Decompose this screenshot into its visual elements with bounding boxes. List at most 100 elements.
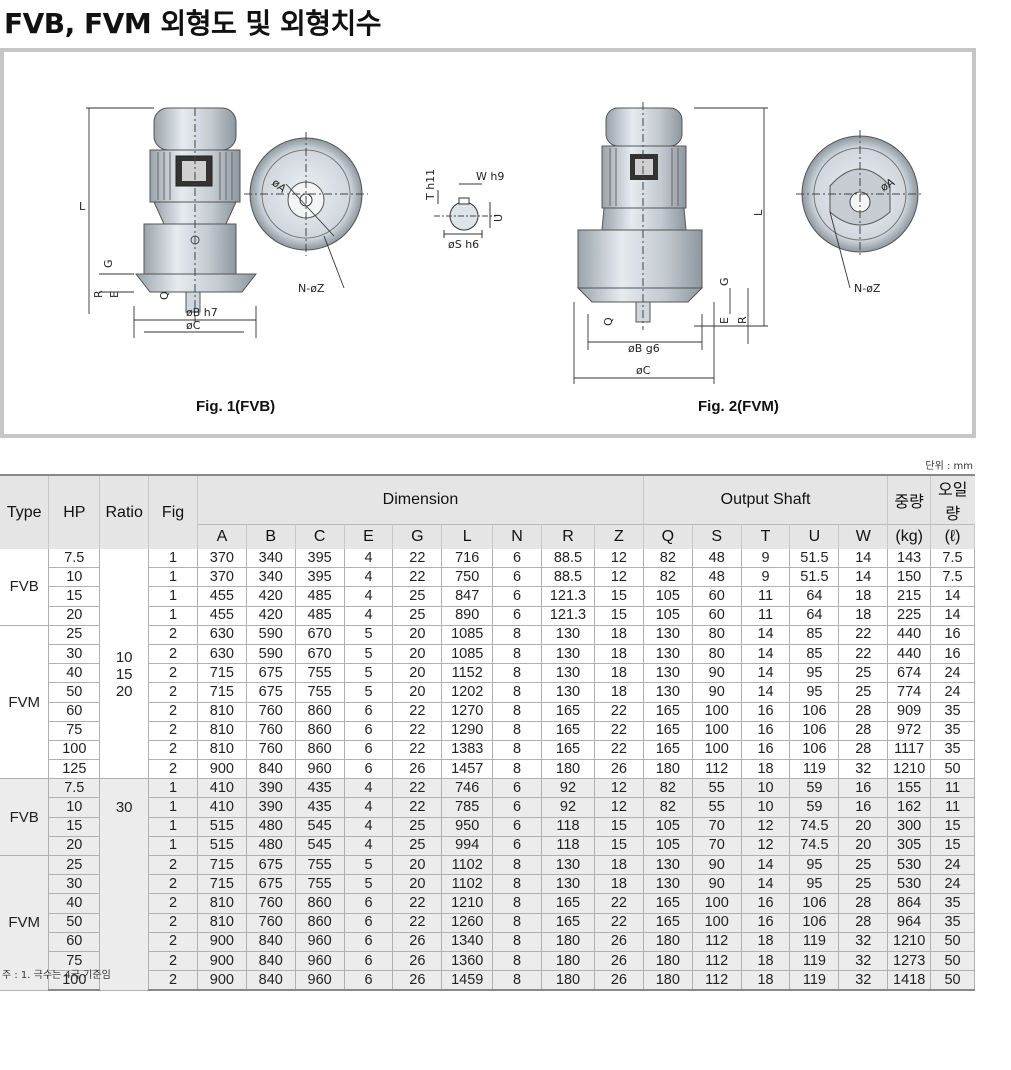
label-E-fig2: E (718, 317, 731, 324)
table-cell: 590 (246, 625, 296, 645)
table-cell: 1202 (441, 682, 494, 703)
table-cell: 6 (492, 836, 543, 857)
table-cell: 20 (838, 836, 889, 857)
header-weight-unit: (kg) (887, 524, 932, 549)
table-cell: 88.5 (541, 567, 595, 588)
table-cell: 370 (197, 567, 247, 588)
table-cell: 119 (789, 759, 840, 780)
table-cell: 860 (295, 702, 345, 722)
table-cell: 25 (392, 586, 443, 607)
table-cell: 1 (148, 586, 198, 607)
table-cell: 4 (344, 797, 394, 818)
type-cell: FVM (0, 625, 50, 780)
table-cell: 5 (344, 855, 394, 876)
table-cell: 80 (692, 625, 742, 645)
header-fig: Fig (148, 474, 198, 549)
table-cell: 82 (643, 797, 693, 818)
figure-caption-1: Fig. 1(FVB) (196, 398, 276, 415)
label-R-fig2: R (736, 316, 749, 324)
hp-cell: 7.5 (48, 778, 101, 799)
table-cell: 18 (838, 586, 889, 607)
table-cell: 8 (492, 970, 543, 992)
table-cell: 35 (930, 702, 975, 722)
hp-cell: 50 (48, 913, 101, 933)
table-cell: 14 (741, 644, 791, 665)
fvm-flange-top-view (796, 130, 924, 258)
shaft-key-detail (434, 183, 496, 238)
hp-cell: 25 (48, 625, 101, 645)
table-cell: 55 (692, 797, 742, 818)
label-phiB-h7: øB h7 (186, 306, 218, 319)
table-cell: 50 (930, 932, 975, 952)
table-cell: 11 (930, 778, 975, 799)
table-cell: 26 (392, 951, 443, 972)
table-cell: 900 (197, 970, 247, 992)
table-cell: 90 (692, 682, 742, 703)
table-cell: 675 (246, 855, 296, 876)
table-cell: 50 (930, 970, 975, 992)
table-cell: 8 (492, 951, 543, 972)
table-cell: 118 (541, 817, 595, 837)
table-cell: 130 (643, 625, 693, 645)
table-cell: 25 (838, 663, 889, 684)
table-cell: 32 (838, 970, 889, 992)
header-oil: 오일량 (930, 474, 975, 525)
table-cell: 80 (692, 644, 742, 665)
table-cell: 25 (392, 606, 443, 626)
table-cell: 410 (197, 797, 247, 818)
table-cell: 1418 (887, 970, 932, 992)
table-cell: 130 (643, 644, 693, 665)
table-cell: 2 (148, 644, 198, 665)
table-cell: 810 (197, 740, 247, 761)
table-cell: 674 (887, 663, 932, 684)
header-dim-n: N (492, 524, 543, 549)
table-cell: 1210 (441, 893, 494, 914)
table-cell: 5 (344, 644, 394, 665)
table-cell: 2 (148, 759, 198, 780)
table-cell: 785 (441, 797, 494, 818)
table-cell: 864 (887, 893, 932, 914)
table-cell: 26 (594, 759, 644, 780)
table-cell: 715 (197, 874, 247, 895)
table-cell: 15 (930, 817, 975, 837)
fvm-side-view (576, 102, 704, 330)
table-cell: 25 (838, 874, 889, 895)
table-cell: 22 (594, 893, 644, 914)
table-cell: 18 (594, 855, 644, 876)
table-cell: 6 (344, 740, 394, 761)
table-cell: 18 (838, 606, 889, 626)
table-cell: 1117 (887, 740, 932, 761)
hp-cell: 20 (48, 836, 101, 857)
hp-cell: 100 (48, 740, 101, 761)
table-cell: 18 (741, 759, 791, 780)
table-cell: 165 (541, 740, 595, 761)
table-cell: 1 (148, 836, 198, 857)
table-cell: 28 (838, 893, 889, 914)
table-cell: 162 (887, 797, 932, 818)
table-cell: 82 (643, 549, 693, 569)
table-cell: 130 (643, 663, 693, 684)
table-cell: 22 (838, 625, 889, 645)
table-cell: 85 (789, 644, 840, 665)
table-cell: 2 (148, 721, 198, 741)
table-cell: 485 (295, 606, 345, 626)
table-cell: 10 (741, 797, 791, 818)
table-cell: 480 (246, 836, 296, 857)
table-cell: 32 (838, 759, 889, 780)
table-cell: 20 (392, 625, 443, 645)
table-cell: 2 (148, 893, 198, 914)
table-cell: 9 (741, 549, 791, 569)
table-cell: 300 (887, 817, 932, 837)
table-cell: 165 (541, 913, 595, 933)
header-output-shaft: Output Shaft (643, 474, 889, 525)
table-cell: 16 (741, 721, 791, 741)
table-cell: 2 (148, 702, 198, 722)
table-cell: 28 (838, 913, 889, 933)
table-cell: 165 (541, 702, 595, 722)
table-cell: 994 (441, 836, 494, 857)
table-cell: 35 (930, 740, 975, 761)
hp-cell: 60 (48, 932, 101, 952)
table-cell: 14 (741, 874, 791, 895)
